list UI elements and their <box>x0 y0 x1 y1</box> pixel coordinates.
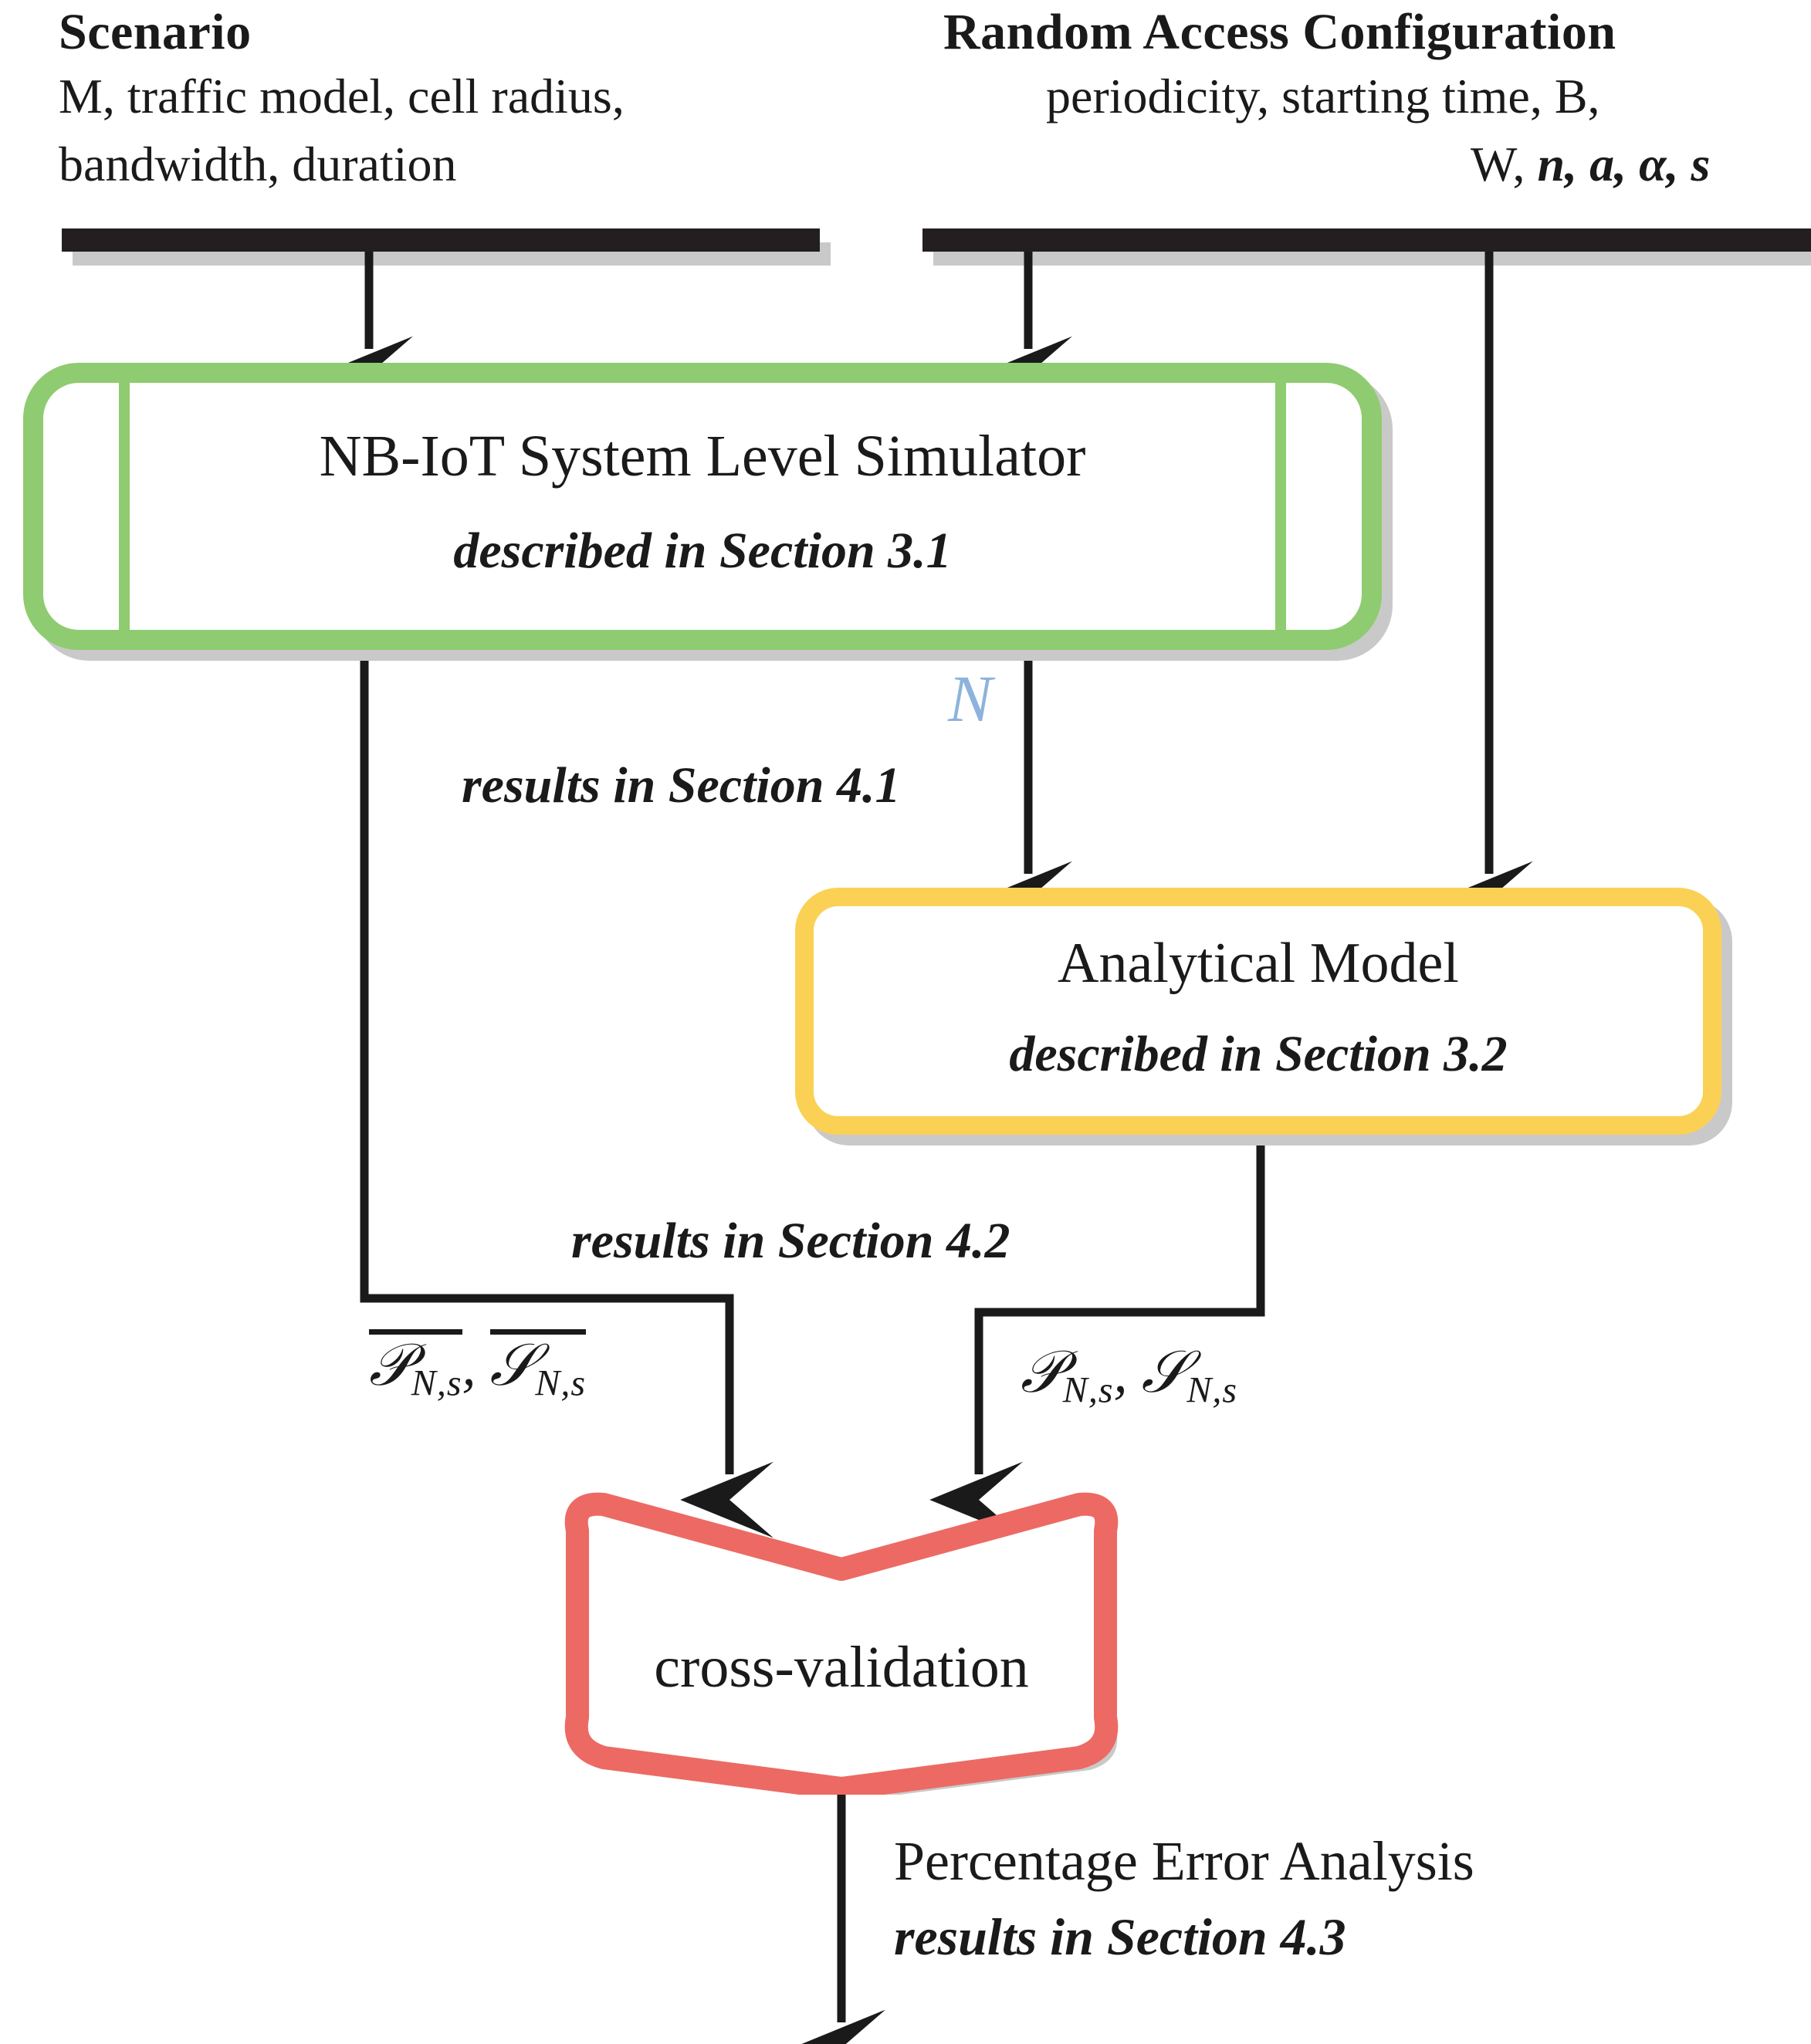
node-simulator[interactable]: NB-IoT System Level Simulator described … <box>23 363 1393 661</box>
simulator-left-bar <box>119 363 130 650</box>
scenario-line-2: bandwidth, duration <box>59 137 457 191</box>
model-s-symbol: 𝒮 <box>1141 1340 1187 1405</box>
model-title: Analytical Model <box>1058 932 1459 995</box>
edge-label-results-41: results in Section 4.1 <box>462 757 901 814</box>
model-subtitle: described in Section 3.2 <box>1009 1026 1508 1082</box>
output-title: Percentage Error Analysis <box>894 1830 1474 1892</box>
sim-p-symbol: 𝒫 <box>369 1333 411 1398</box>
sim-s-subscript: N,s <box>535 1362 587 1404</box>
edge-label-n: N <box>948 662 993 736</box>
ra-line2-prefix: W, <box>1471 137 1538 191</box>
arrow-simulator-to-crossvalidation <box>360 653 774 1538</box>
model-symbol-separator: , <box>1113 1342 1142 1404</box>
random-access-line-1: periodicity, starting time, B, <box>1046 69 1600 124</box>
model-output-symbols: 𝒫N,s, 𝒮N,s <box>1021 1339 1237 1411</box>
sim-p-subscript: N,s <box>411 1362 462 1404</box>
ra-bar <box>922 228 1811 252</box>
model-s-subscript: N,s <box>1186 1369 1238 1411</box>
arrow-model-to-crossvalidation <box>929 1141 1265 1538</box>
model-p-symbol: 𝒫 <box>1021 1340 1063 1405</box>
simulator-outline <box>23 363 1382 650</box>
ra-line2-symbols: n, a, α, s <box>1537 137 1711 191</box>
scenario-line-1: M, traffic model, cell radius, <box>59 69 625 124</box>
crossvalidation-title: cross-validation <box>654 1635 1029 1700</box>
random-access-line-2: W, n, a, α, s <box>1471 136 1710 193</box>
simulator-output-symbols: 𝒫N,s, 𝒮N,s <box>369 1329 587 1404</box>
simulator-subtitle: described in Section 3.1 <box>453 523 952 579</box>
scenario-bar <box>62 228 820 252</box>
sim-s-symbol: 𝒮 <box>489 1333 536 1398</box>
sim-symbol-separator: , <box>462 1335 490 1397</box>
edge-label-results-42: results in Section 4.2 <box>571 1213 1010 1269</box>
crossvalidation-shape <box>564 1492 1119 1795</box>
output-subtitle: results in Section 4.3 <box>894 1907 1346 1966</box>
random-access-heading: Random Access Configuration <box>943 4 1616 60</box>
model-p-subscript: N,s <box>1062 1369 1114 1411</box>
node-cross-validation[interactable]: cross-validation <box>548 1486 1135 1795</box>
scenario-heading: Scenario <box>59 4 252 60</box>
model-outline <box>795 888 1721 1135</box>
simulator-right-bar <box>1275 363 1286 650</box>
node-analytical-model[interactable]: Analytical Model described in Section 3.… <box>795 888 1732 1146</box>
simulator-title: NB-IoT System Level Simulator <box>319 424 1086 489</box>
